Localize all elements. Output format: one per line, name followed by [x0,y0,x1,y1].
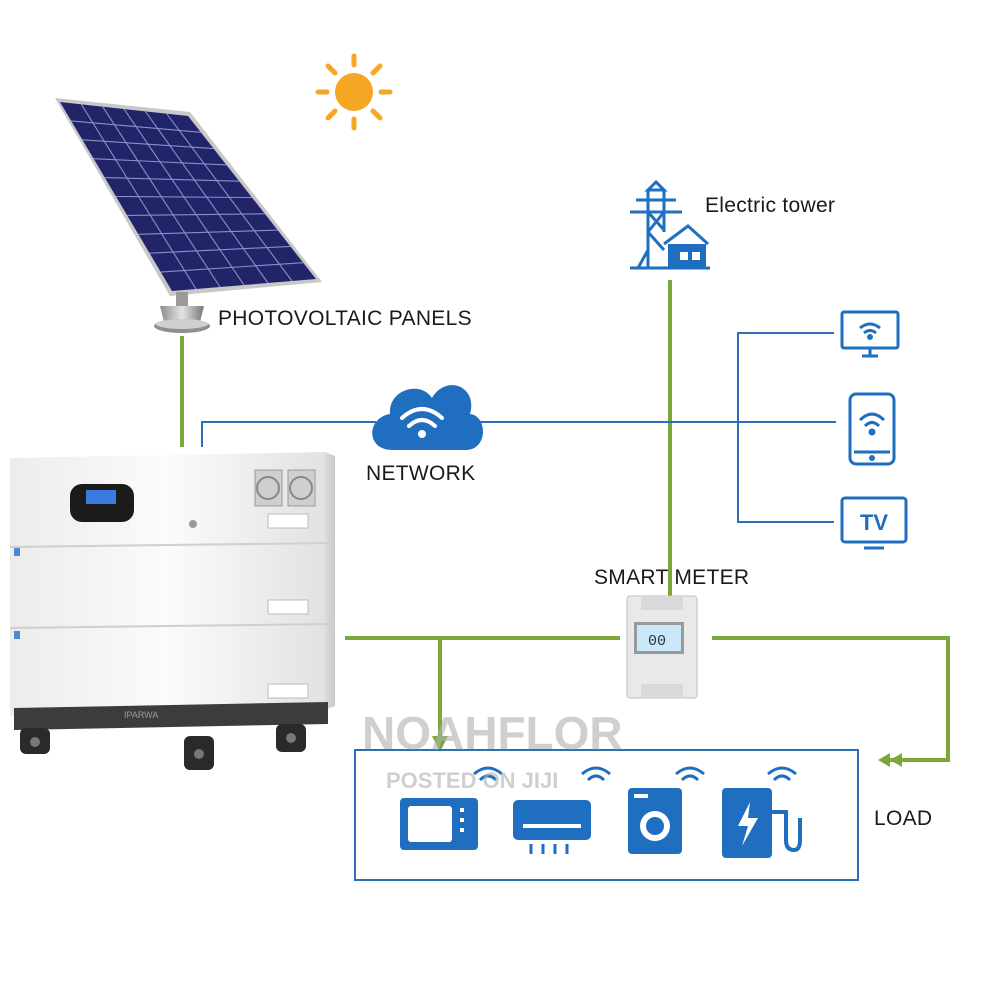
watermark-main: NOAHFLOR [362,707,623,759]
meter-to-load-line [712,636,950,762]
electric-tower-label: Electric tower [705,194,836,217]
meter-display: 00 [648,633,666,650]
microwave-icon [400,798,478,850]
load-wifi-icons [473,766,797,782]
wheel-icon [20,724,306,770]
watermark-sub: POSTED ON JIJI [386,768,559,793]
smart-meter-icon: 00 [626,595,698,699]
battery-brand-label: IPARWA [124,710,158,720]
load-label: LOAD [874,807,933,830]
battery-stack: IPARWA [9,452,335,770]
load-arrow-right [878,753,902,767]
photovoltaic-panels-label: PHOTOVOLTAIC PANELS [218,307,472,330]
smart-meter-label: SMART METER [594,566,750,589]
network-label: NETWORK [366,462,476,485]
svg-text:TV: TV [860,510,888,535]
data-lines [201,332,836,523]
power-lines [180,280,950,762]
load-arrow-left [432,736,448,752]
air-conditioner-icon [513,800,591,854]
tv-icon: TV [840,496,908,550]
ev-charger-icon [722,788,802,858]
network-cloud-icon [372,385,484,450]
monitor-wifi-icon [840,310,900,358]
washing-machine-icon [628,788,682,854]
solar-panel-icon [55,98,322,333]
load-box [354,749,859,881]
phone-wifi-icon [848,392,896,466]
sun-icon [315,53,393,131]
fan-icon [254,469,316,507]
